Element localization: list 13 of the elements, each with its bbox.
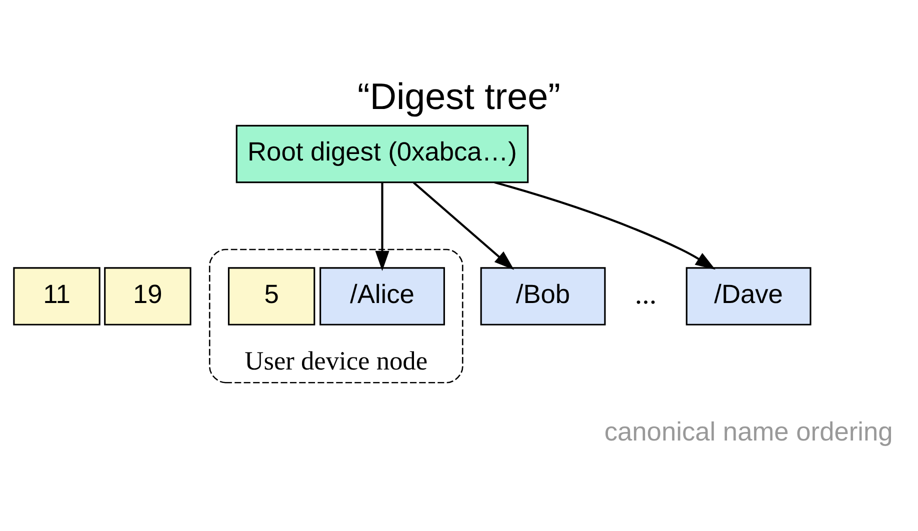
arrow	[375, 182, 390, 270]
node-box: 5	[228, 266, 316, 325]
node-box: 19	[104, 266, 192, 325]
node-box: /Alice	[320, 266, 445, 325]
node-box: /Bob	[480, 266, 606, 325]
arrow	[494, 180, 716, 270]
node-box: Root digest (0xabca…)	[236, 124, 529, 183]
node-box: /Dave	[686, 266, 812, 325]
label: ...	[634, 278, 657, 310]
label: canonical name ordering	[604, 416, 893, 446]
node-box: 11	[13, 266, 100, 325]
diagram-title: “Digest tree”	[358, 76, 560, 117]
arrow	[412, 181, 514, 270]
